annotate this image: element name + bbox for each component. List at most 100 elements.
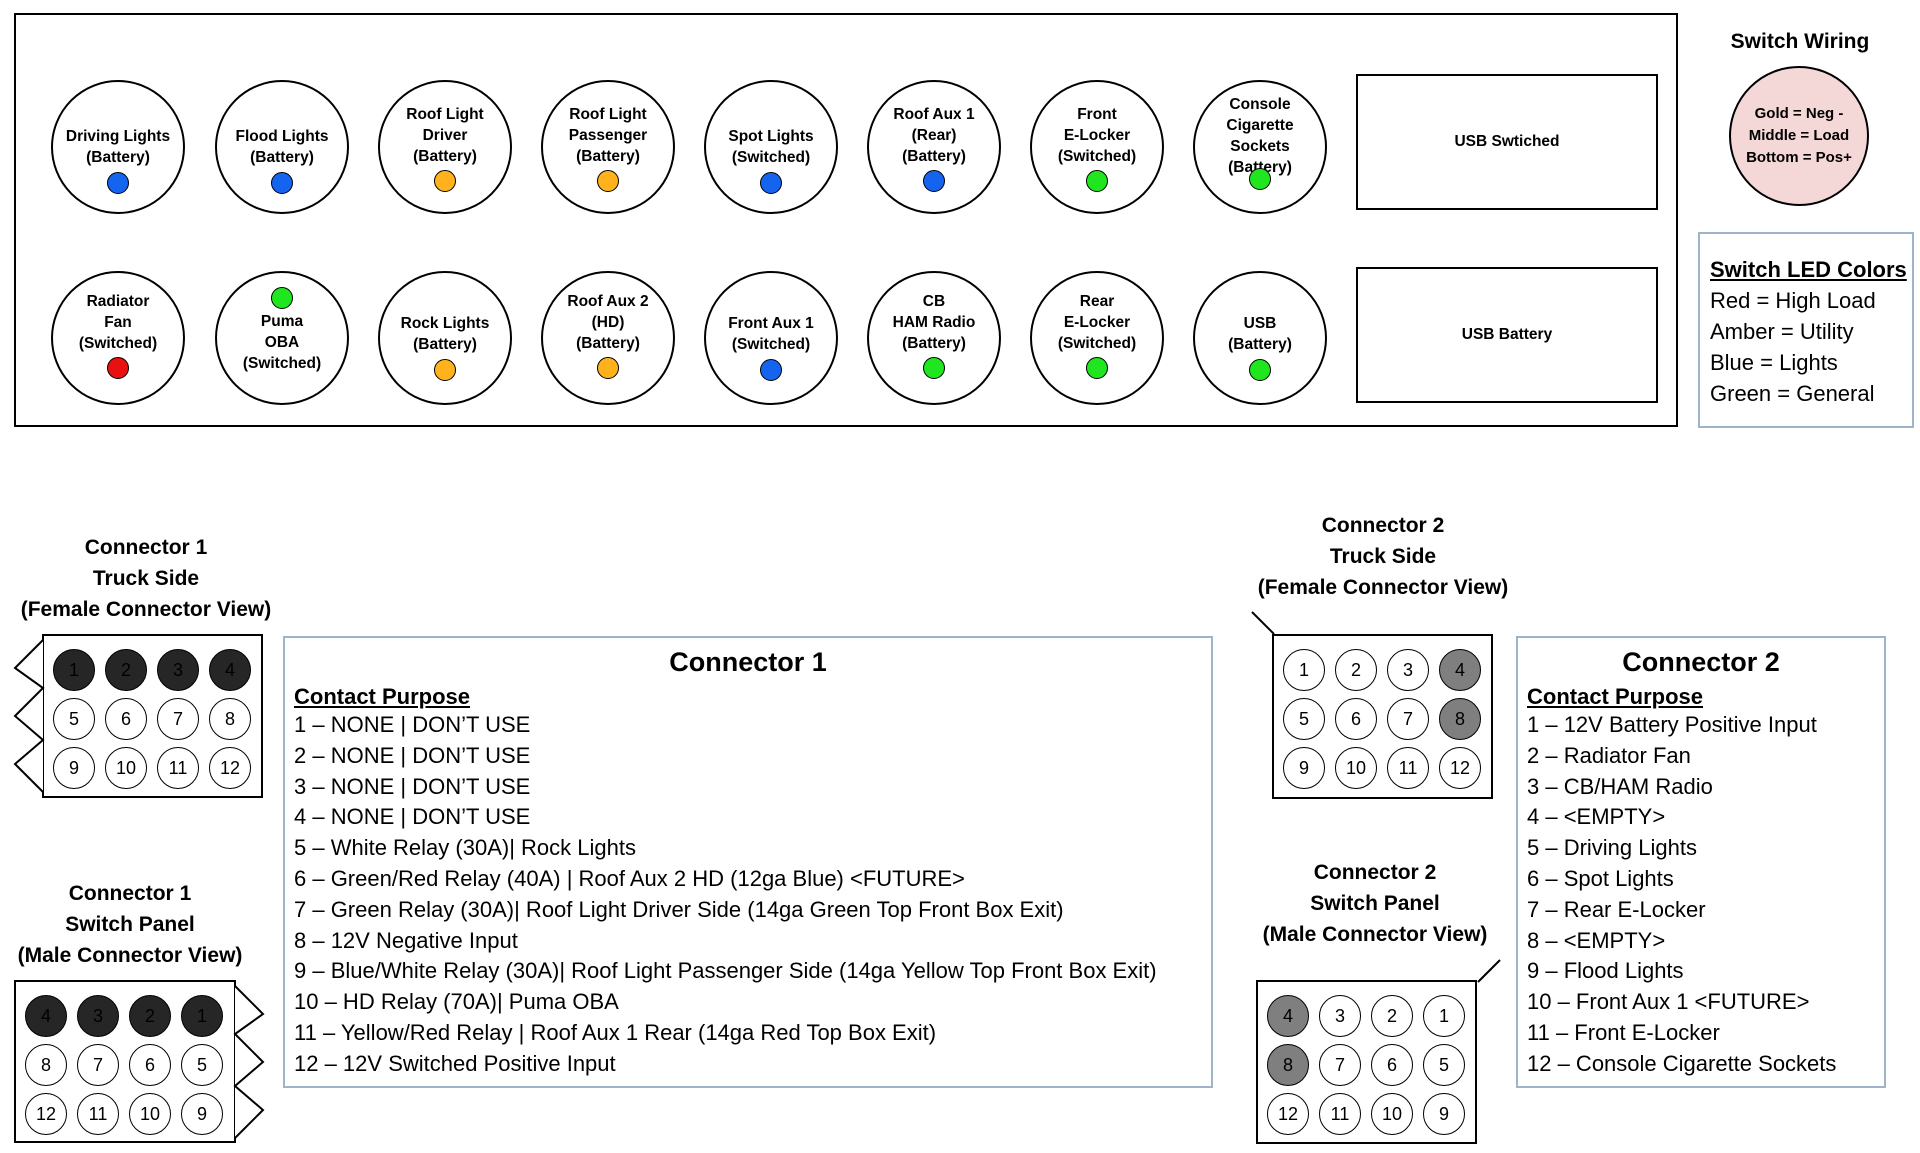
pin-11: 11 [77,1093,119,1135]
connector2-truck-title: Connector 2 Truck Side (Female Connector… [1257,514,1509,599]
pin-10: 10 [105,747,147,789]
pin-1: 1 [53,649,95,691]
pin-10: 10 [129,1093,171,1135]
pin-9: 9 [53,747,95,789]
led-indicator [760,172,782,194]
switch-label: Roof Light Driver (Battery) [406,106,484,165]
pin-6: 6 [129,1044,171,1086]
contact-row: 8 – <EMPTY> [1527,927,1666,953]
switch-wiring-title: Switch Wiring [1730,30,1870,53]
switch-bottom-1: Radiator Fan (Switched) [51,271,185,405]
pin-8: 8 [1439,698,1481,740]
pin-6: 6 [1335,698,1377,740]
contact-row: 2 – Radiator Fan [1527,742,1691,768]
pin-9: 9 [181,1093,223,1135]
contact-row: 5 – White Relay (30A)| Rock Lights [294,835,636,861]
pin-7: 7 [1387,698,1429,740]
pin-3: 3 [1319,995,1361,1037]
switch-label: Radiator Fan (Switched) [78,293,158,352]
switch-label: Roof Aux 2 (HD) (Battery) [567,293,649,352]
contact-row: 9 – Blue/White Relay (30A)| Roof Light P… [294,958,1157,984]
connector1-truck-latch [13,639,45,793]
led-indicator [760,359,782,381]
pin-2: 2 [1371,995,1413,1037]
connector1-truck-title: Connector 1 Truck Side (Female Connector… [20,536,272,621]
contact-row: 12 – Console Cigarette Sockets [1527,1050,1837,1076]
switch-wiring-text: Gold = Neg - Middle = Load Bottom = Pos+ [1746,105,1852,166]
pin-7: 7 [157,698,199,740]
led-indicator [923,357,945,379]
connector1-panel-title: Connector 1 Switch Panel (Male Connector… [17,882,243,967]
pin-2: 2 [129,995,171,1037]
led-indicator [923,170,945,192]
pin-8: 8 [209,698,251,740]
contact-row: 4 – <EMPTY> [1527,804,1666,830]
switch-bottom-6: CB HAM Radio (Battery) [867,271,1001,405]
switch-label: Rear E-Locker (Switched) [1057,293,1137,352]
led-indicator [434,359,456,381]
contact-row: 2 – NONE | DON’T USE [294,742,531,768]
connector2-truck-key [1251,611,1275,635]
led-color-item: Red = High Load [1710,288,1876,313]
pin-9: 9 [1283,747,1325,789]
pin-1: 1 [1283,649,1325,691]
connector2-panel-title: Connector 2 Switch Panel (Male Connector… [1262,861,1488,946]
switch-bottom-2: Puma OBA (Switched) [215,271,349,405]
contact-row: 10 – Front Aux 1 <FUTURE> [1527,989,1810,1015]
pin-3: 3 [1387,649,1429,691]
contact-row: 3 – CB/HAM Radio [1527,773,1713,799]
switch-top-2: Flood Lights (Battery) [215,80,349,214]
connector1-info-box: Connector 1 Contact Purpose 1 – NONE | D… [283,636,1213,1088]
switch-label: Front E-Locker (Switched) [1057,106,1137,165]
pin-7: 7 [1319,1044,1361,1086]
switch-bottom-7: Rear E-Locker (Switched) [1030,271,1164,405]
pin-5: 5 [53,698,95,740]
switch-label: USB (Battery) [1228,315,1292,353]
pin-11: 11 [157,747,199,789]
pin-10: 10 [1371,1093,1413,1135]
led-indicator [1086,170,1108,192]
contact-row: 6 – Spot Lights [1527,865,1674,891]
contact-row: 11 – Yellow/Red Relay | Roof Aux 1 Rear … [294,1019,937,1045]
led-indicator [434,170,456,192]
switch-label: Flood Lights (Battery) [235,128,329,166]
led-indicator [271,172,293,194]
switch-label: Front Aux 1 (Switched) [728,315,814,353]
led-indicator [597,357,619,379]
connector1-contact-header: Contact Purpose [294,684,471,709]
switch-label: Puma OBA (Switched) [242,313,322,372]
pin-12: 12 [25,1093,67,1135]
pin-5: 5 [1423,1044,1465,1086]
contact-row: 3 – NONE | DON’T USE [294,773,531,799]
switch-label: Spot Lights (Switched) [728,128,814,166]
switch-top-7: Front E-Locker (Switched) [1030,80,1164,214]
switch-label: Roof Aux 1 (Rear) (Battery) [893,106,975,165]
contact-row: 1 – 12V Battery Positive Input [1527,712,1817,737]
connector2-panel-key [1477,959,1501,983]
connector1-info-title: Connector 1 [669,647,827,677]
switch-bottom-4: Roof Aux 2 (HD) (Battery) [541,271,675,405]
pin-1: 1 [181,995,223,1037]
pin-1: 1 [1423,995,1465,1037]
led-color-item: Blue = Lights [1710,350,1838,375]
connector2-info-title: Connector 2 [1622,647,1780,677]
pin-3: 3 [77,995,119,1037]
pin-2: 2 [105,649,147,691]
pin-4: 4 [25,995,67,1037]
switch-label: Console Cigarette Sockets (Battery) [1226,96,1294,176]
switch-bottom-3: Rock Lights (Battery) [378,271,512,405]
switch-top-4: Roof Light Passenger (Battery) [541,80,675,214]
pin-4: 4 [1439,649,1481,691]
led-indicator [1249,168,1271,190]
contact-row: 7 – Rear E-Locker [1527,896,1706,922]
pin-12: 12 [1439,747,1481,789]
pin-5: 5 [181,1044,223,1086]
switch-panel [14,13,1678,427]
switch-top-8: Console Cigarette Sockets (Battery) [1193,80,1327,214]
pin-9: 9 [1423,1093,1465,1135]
switch-top-1: Driving Lights (Battery) [51,80,185,214]
pin-5: 5 [1283,698,1325,740]
switch-top-3: Roof Light Driver (Battery) [378,80,512,214]
